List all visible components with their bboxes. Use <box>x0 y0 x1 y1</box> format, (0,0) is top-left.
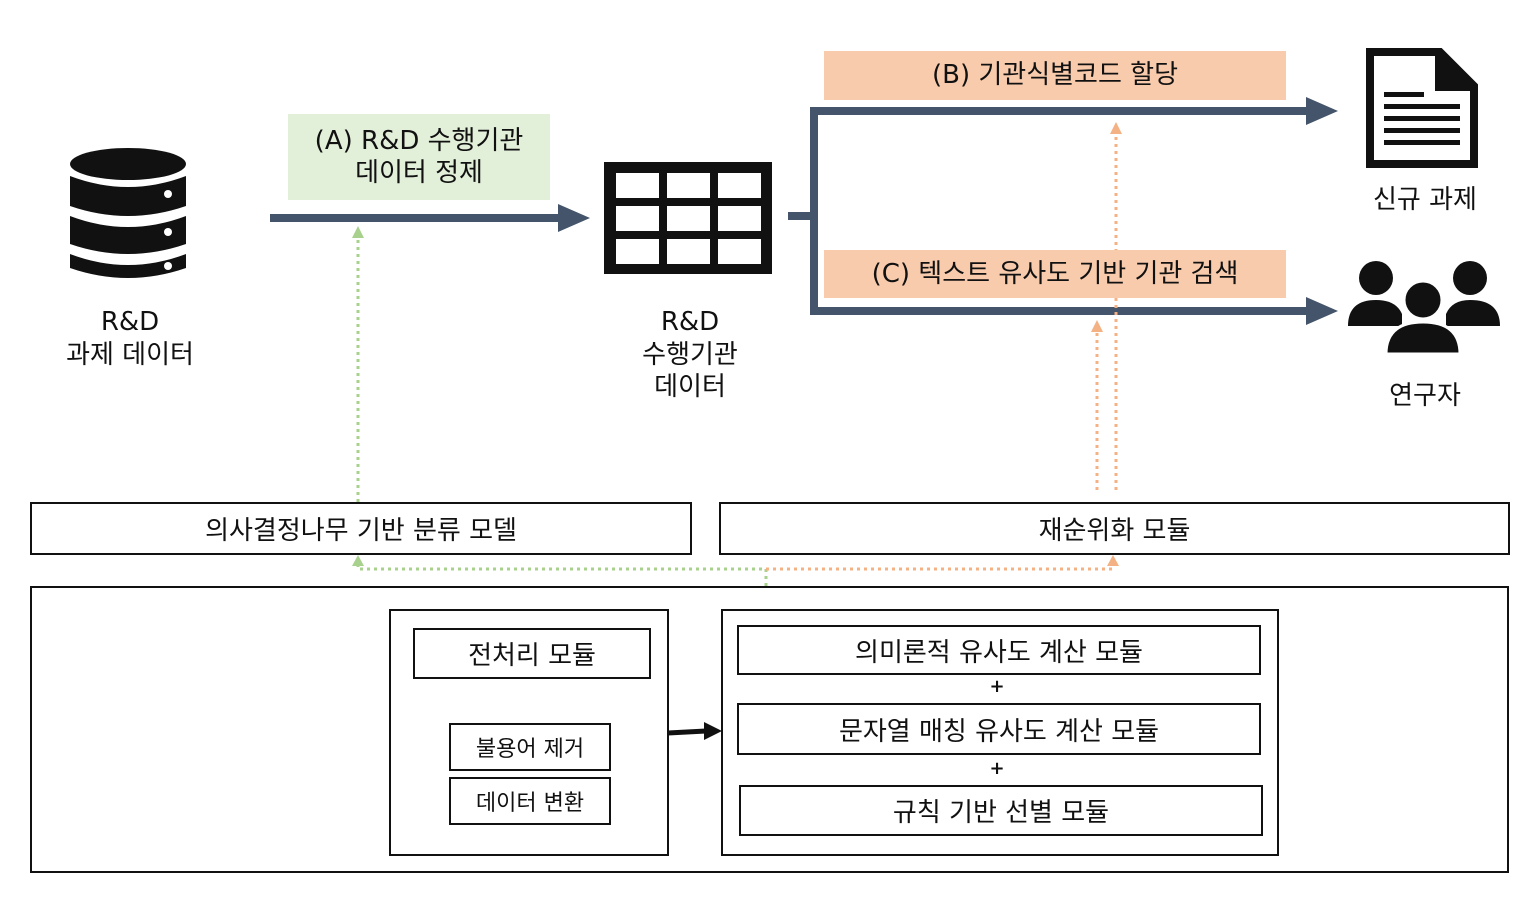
string-matching-box: 문자열 매칭 유사도 계산 모듈 <box>737 703 1261 755</box>
database-icon <box>70 148 186 278</box>
step-a-line2: 데이터 정제 <box>355 158 483 188</box>
data-transform-box: 데이터 변환 <box>449 777 611 825</box>
arrow-a-head <box>558 204 590 232</box>
arrow-b <box>810 107 1310 216</box>
plus-sign-2: + <box>989 758 1005 779</box>
preprocess-module-box: 전처리 모듈 <box>413 628 651 679</box>
plus-sign-1: + <box>989 676 1005 697</box>
preprocess-group <box>389 609 669 856</box>
orange-up-head-2 <box>1091 320 1103 332</box>
semantic-similarity-label: 의미론적 유사도 계산 모듈 <box>855 637 1143 668</box>
string-matching-label: 문자열 매칭 유사도 계산 모듈 <box>838 716 1160 747</box>
decision-tree-model-label: 의사결정나무 기반 분류 모델 <box>205 516 517 546</box>
table-grid-icon <box>604 162 772 274</box>
institution-data-label: R&D 수행기관 데이터 <box>600 306 780 404</box>
arrow-c <box>810 216 1310 315</box>
arrow-c-head <box>1306 297 1338 325</box>
green-up-head-bottom <box>352 555 364 566</box>
step-a-line1: (A) R&D 수행기관 <box>314 125 524 156</box>
rerank-module-label: 재순위화 모듈 <box>1038 516 1191 546</box>
rerank-module-box: 재순위화 모듈 <box>719 502 1510 555</box>
preprocess-module-label: 전처리 모듈 <box>468 641 596 671</box>
step-b-box: (B) 기관식별코드 할당 <box>824 51 1286 100</box>
institution-data-line3: 데이터 <box>654 372 726 402</box>
document-icon <box>1366 48 1478 168</box>
institution-data-line1: R&D <box>660 307 720 337</box>
step-c-box: (C) 텍스트 유사도 기반 기관 검색 <box>824 250 1286 298</box>
semantic-similarity-box: 의미론적 유사도 계산 모듈 <box>737 625 1261 675</box>
rule-based-selection-box: 규칙 기반 선별 모듈 <box>739 785 1263 836</box>
stopword-removal-label: 불용어 제거 <box>475 737 585 762</box>
module-container <box>30 586 1509 873</box>
rnd-project-data-label: R&D 과제 데이터 <box>40 306 220 371</box>
rnd-project-data-line1: R&D <box>100 307 160 337</box>
similarity-group <box>721 609 1279 856</box>
data-transform-label: 데이터 변환 <box>475 791 585 816</box>
orange-up-head-bottom <box>1107 555 1119 566</box>
researcher-label: 연구자 <box>1389 381 1461 411</box>
institution-data-line2: 수행기관 <box>642 339 738 370</box>
module-arrow-head <box>704 722 722 740</box>
decision-tree-model-box: 의사결정나무 기반 분류 모델 <box>30 502 692 555</box>
step-b-label: (B) 기관식별코드 할당 <box>931 60 1178 91</box>
orange-up-head-1 <box>1110 122 1122 134</box>
step-c-label: (C) 텍스트 유사도 기반 기관 검색 <box>871 258 1239 289</box>
green-up-head-top <box>352 226 364 238</box>
green-dotted-path <box>356 560 768 586</box>
rnd-project-data-line2: 과제 데이터 <box>66 339 194 370</box>
orange-dotted-path <box>766 562 1115 571</box>
stopword-removal-box: 불용어 제거 <box>449 723 611 771</box>
step-a-box: (A) R&D 수행기관 데이터 정제 <box>288 114 550 200</box>
arrow-b-head <box>1306 97 1338 125</box>
new-project-label: 신규 과제 <box>1373 185 1477 215</box>
module-arrow <box>667 728 707 736</box>
rule-based-selection-label: 규칙 기반 선별 모듈 <box>892 798 1110 828</box>
people-group-icon <box>1348 261 1500 356</box>
